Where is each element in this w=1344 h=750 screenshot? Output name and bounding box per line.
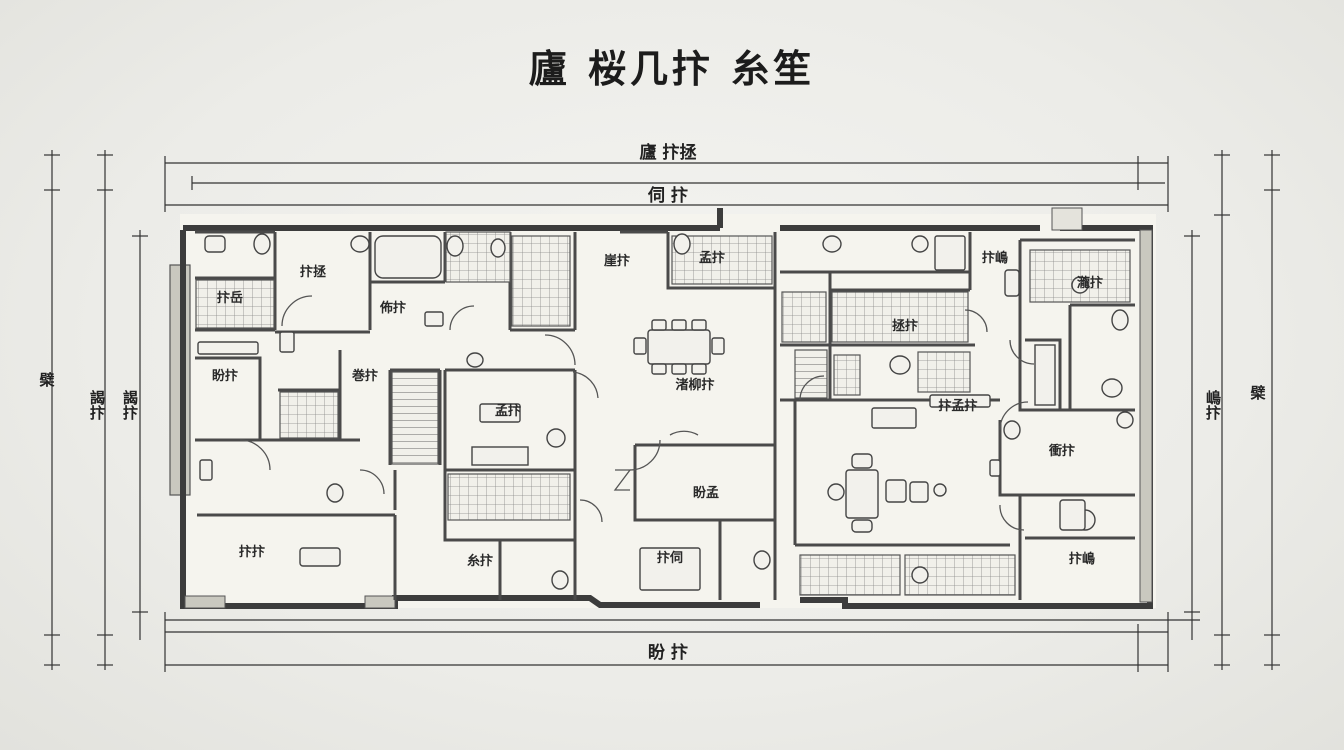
room-label: 拯抃 bbox=[892, 318, 918, 334]
fixtures bbox=[197, 233, 1134, 590]
room-label: 渚柳抃 bbox=[675, 377, 714, 393]
room-label: 抃拯 bbox=[300, 264, 326, 280]
room-label: 衝抃 bbox=[1048, 443, 1075, 459]
room-label: 巻抃 bbox=[351, 368, 378, 384]
room-label: 盼孟 bbox=[693, 486, 719, 501]
room-label: 抃抃 bbox=[239, 544, 265, 560]
room-labels: 抃拯 抃岳 佈抃 崖抃 孟抃 抃嶋 瀧抃 渚柳抃 拯抃 盼抃 巻抃 孟抃 盼孟 … bbox=[212, 250, 1103, 569]
dim-label-bottom: 盼 抃 bbox=[648, 642, 688, 663]
dim-label-left-mid: 謁抃 bbox=[88, 389, 106, 421]
dining-table-center bbox=[633, 319, 725, 375]
dim-label-right-inner: 嶋抃 bbox=[1204, 389, 1222, 421]
room-label: 瀧抃 bbox=[1077, 275, 1103, 291]
dim-label-left-inner: 謁抃 bbox=[121, 389, 139, 421]
plan-title: 廬 桜几抃 糸笙 bbox=[528, 46, 816, 91]
door-swings bbox=[239, 295, 1035, 531]
room-label: 抃孟抃 bbox=[938, 398, 977, 414]
dim-label-left-outer: 檗 bbox=[38, 371, 55, 389]
room-label: 崖抃 bbox=[604, 253, 630, 269]
room-label: 佈抃 bbox=[379, 300, 406, 316]
room-label: 抃伺 bbox=[657, 550, 683, 566]
dining-table-right bbox=[827, 407, 947, 533]
room-label: 抃岳 bbox=[217, 290, 243, 306]
dim-label-top-outer: 廬 抃拯 bbox=[640, 142, 697, 163]
room-label: 抃嶋 bbox=[1069, 551, 1095, 567]
dimension-lines bbox=[44, 150, 1280, 672]
room-label: 孟抃 bbox=[495, 403, 521, 419]
dim-label-top-inner: 伺 抃 bbox=[647, 185, 688, 206]
room-label: 盼抃 bbox=[212, 368, 238, 384]
dim-label-right-outer: 檗 bbox=[1249, 384, 1266, 402]
room-label: 抃嶋 bbox=[982, 250, 1008, 266]
room-label: 孟抃 bbox=[699, 250, 725, 266]
tiled-areas bbox=[195, 231, 1131, 596]
misc-furniture bbox=[199, 269, 1020, 591]
room-label: 糸抃 bbox=[467, 553, 493, 569]
